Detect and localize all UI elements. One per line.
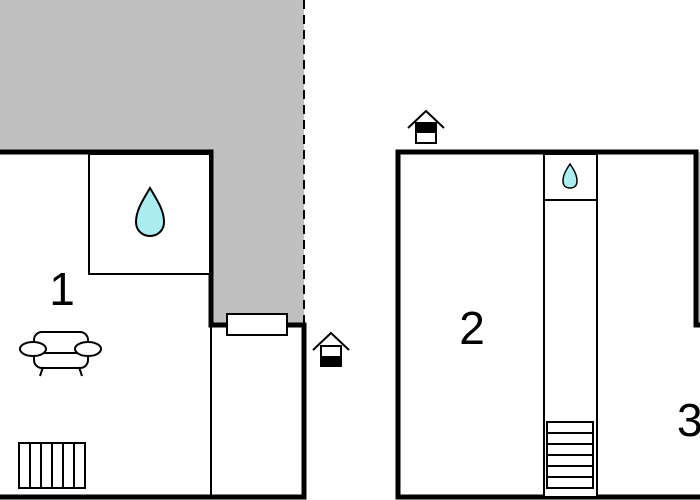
water-drop-icon	[134, 186, 166, 238]
water-drop-icon	[562, 162, 578, 189]
room-label-1: 1	[49, 263, 75, 315]
corridor	[543, 153, 598, 498]
room-label-3: 3	[677, 394, 700, 446]
room-label-2: 2	[459, 302, 485, 354]
entrance-icon	[312, 331, 350, 367]
terrace-area	[0, 0, 304, 325]
window-icon	[226, 313, 288, 336]
stairs-icon	[546, 421, 594, 489]
radiator-icon	[18, 442, 86, 489]
sofa-icon	[19, 331, 102, 377]
entrance-icon	[407, 109, 445, 144]
wall-right-building	[395, 149, 700, 500]
